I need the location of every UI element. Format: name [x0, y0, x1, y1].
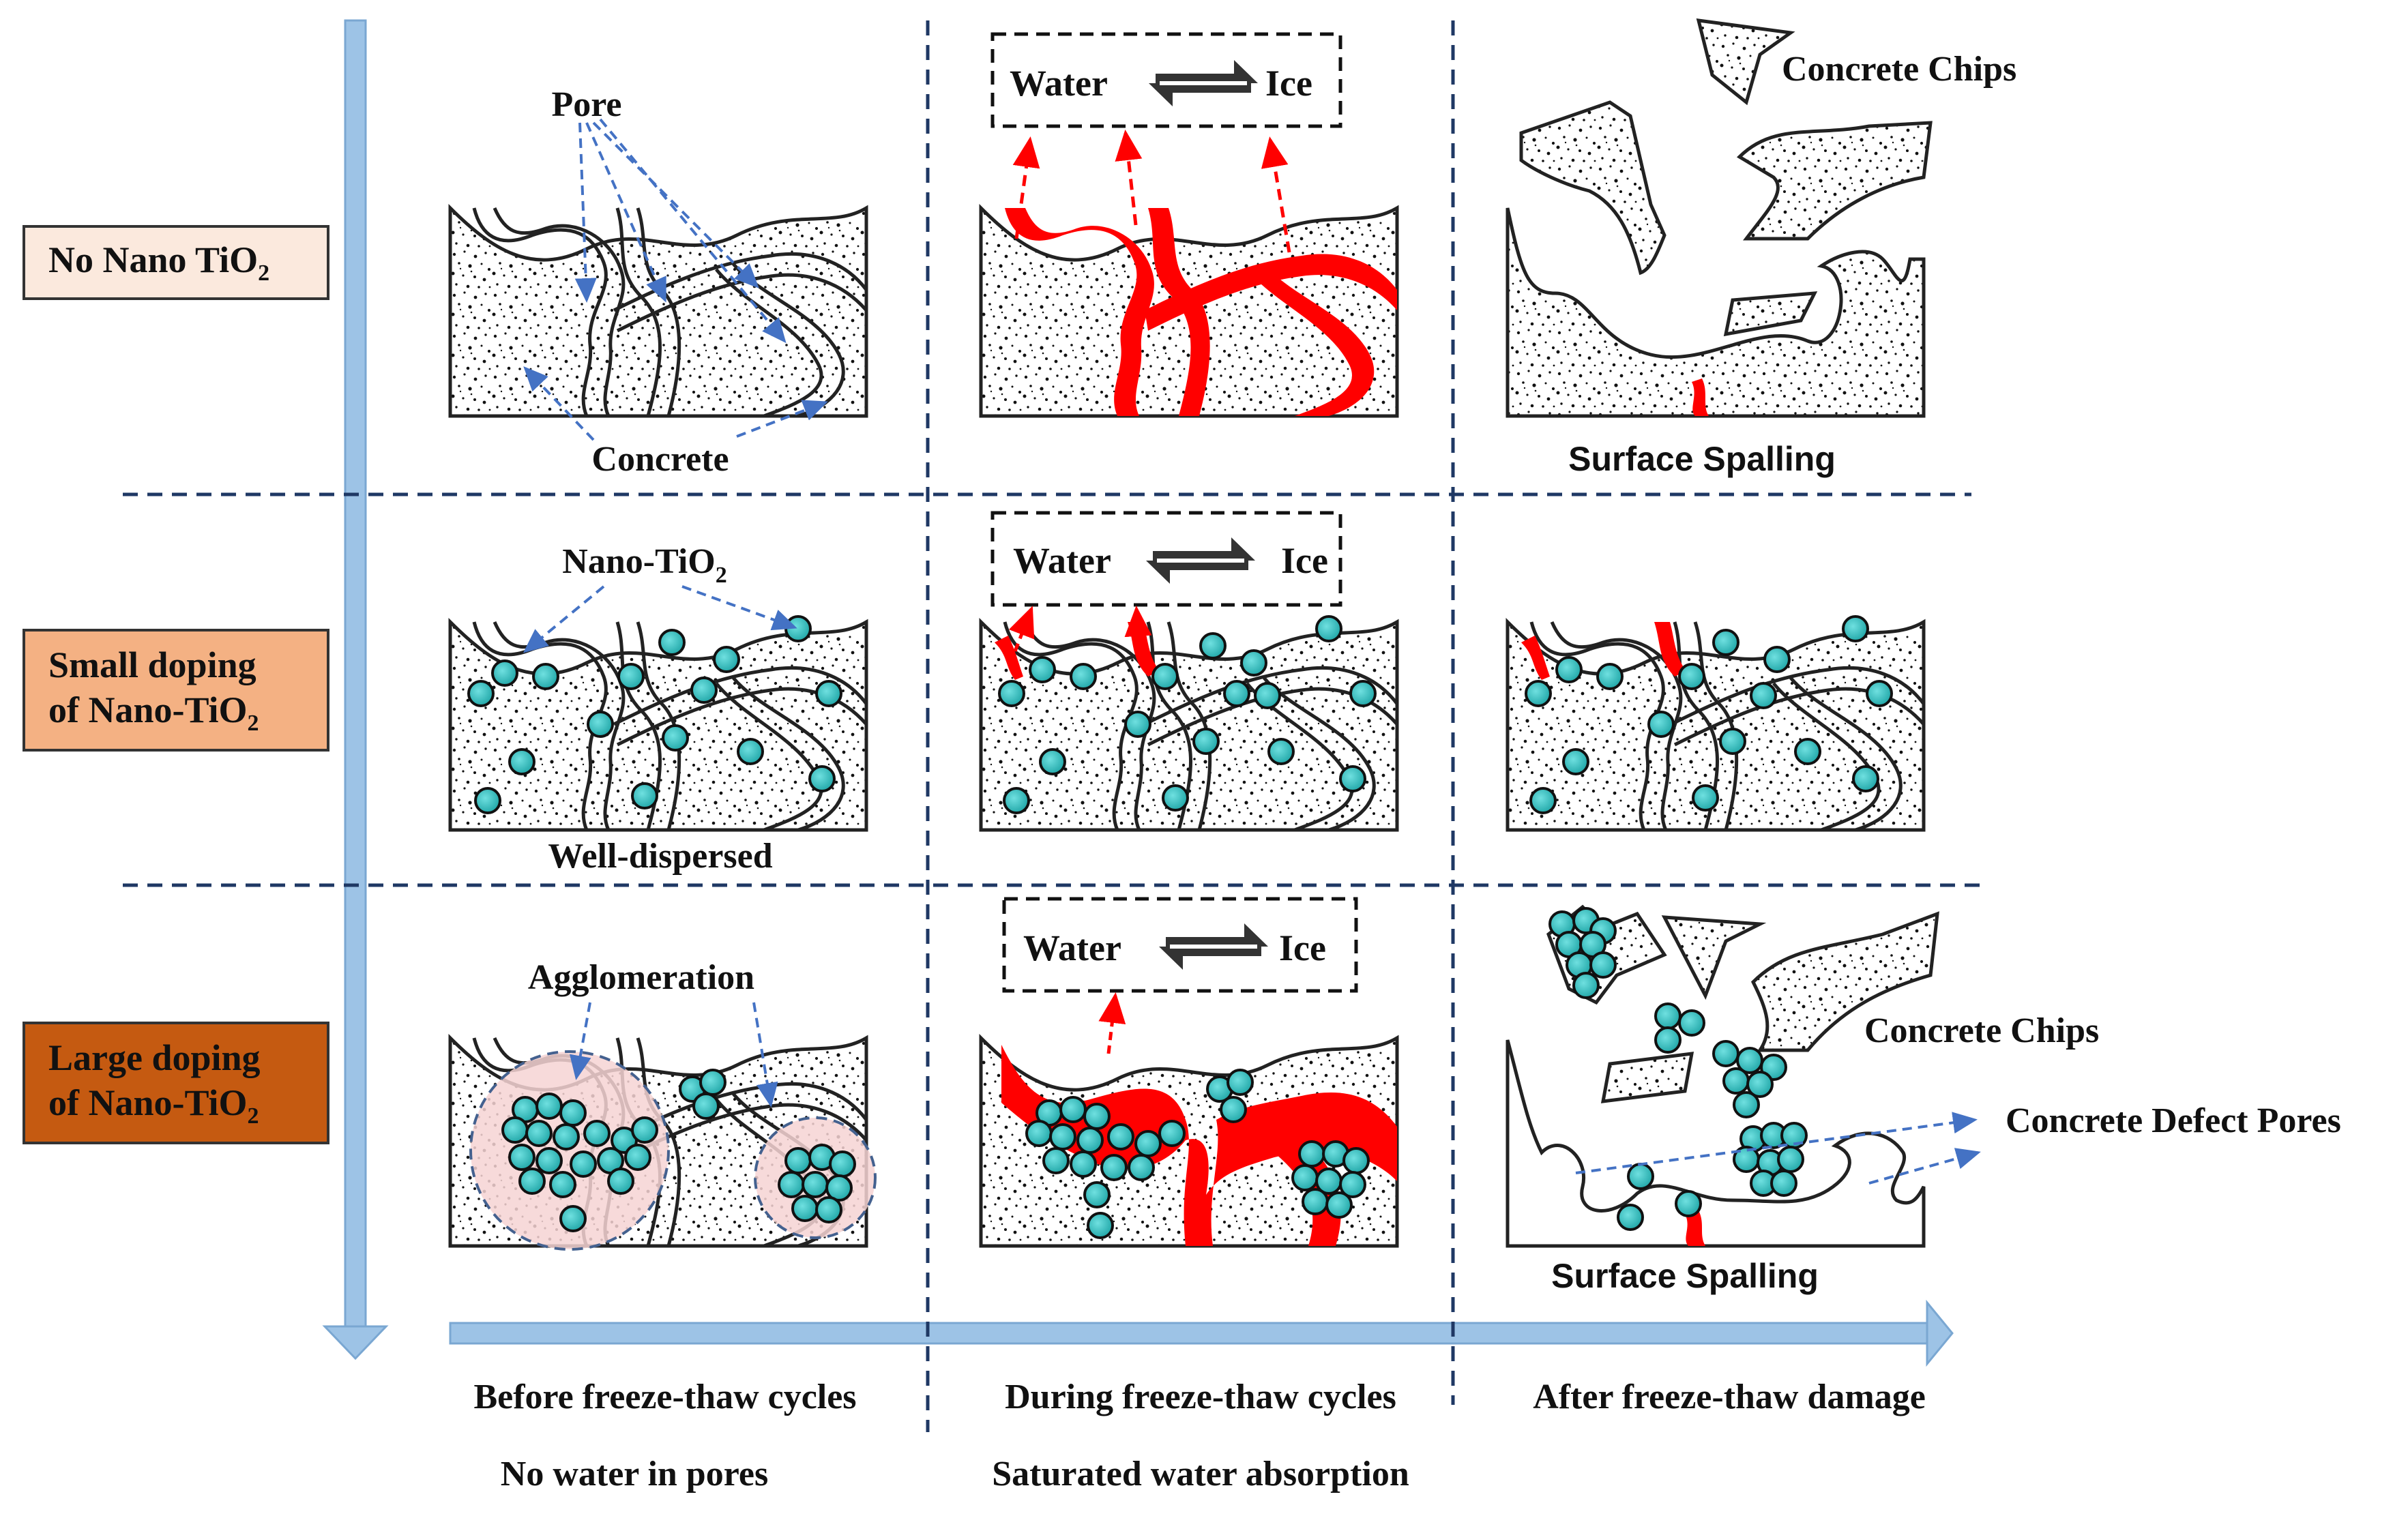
reversible-arrows-icon-row3 [1159, 923, 1268, 970]
surface-spalling-label-row3: Surface Spalling [1551, 1257, 1819, 1295]
vapor-arrows-row2 [1008, 606, 1152, 652]
concrete-chips-label-row1: Concrete Chips [1782, 50, 2016, 89]
pore-label: Pore [552, 85, 622, 124]
defect-pore-pointers [1575, 1112, 1981, 1185]
stage-title-after: After freeze-thaw damage [1533, 1378, 1926, 1416]
concrete-defect-pores-label: Concrete Defect Pores [2006, 1101, 2341, 1140]
surface-spalling-label-row1: Surface Spalling [1568, 440, 1836, 478]
ice-label-row2: Ice [1281, 540, 1328, 581]
dispersed-particles-during [998, 615, 1377, 814]
block-row3-after [1506, 904, 1939, 1248]
stage-note-before: No water in pores [501, 1455, 768, 1493]
vertical-axis-arrow [322, 19, 389, 1361]
agglomerated-particles-after [1548, 907, 1808, 1231]
concrete-label: Concrete [591, 440, 729, 479]
block-row1-after [1506, 18, 1933, 418]
grid-dividers [123, 20, 1985, 1432]
horizontal-axis-arrow [449, 1299, 1954, 1367]
stage-note-during: Saturated water absorption [992, 1455, 1409, 1493]
row-label-small-doping: Small doping of Nano-TiO2 [23, 629, 329, 752]
block-row1-before [448, 203, 868, 418]
nano-tio2-label: Nano-TiO2 [562, 542, 726, 588]
ice-label-row3: Ice [1279, 927, 1326, 968]
ice-label: Ice [1265, 63, 1312, 104]
well-dispersed-label: Well-dispersed [548, 837, 772, 876]
vapor-arrows-row1 [1012, 130, 1291, 253]
block-row2-before [448, 615, 868, 832]
reversible-arrows-icon [1149, 60, 1258, 106]
reversible-arrows-icon-row2 [1146, 537, 1255, 584]
pore-pointers [574, 118, 787, 344]
block-row1-during [979, 203, 1399, 418]
agglomerated-particles-before [501, 1069, 856, 1232]
block-row2-during [979, 615, 1399, 832]
water-ice-box-row1: Water Ice [990, 32, 1342, 128]
block-row3-during [979, 1033, 1399, 1248]
vapor-arrows-row3 [1098, 992, 1126, 1054]
water-label-row3: Water [1023, 927, 1121, 968]
dispersed-particles-after [1525, 615, 1893, 814]
row-label-large-doping: Large doping of Nano-TiO2 [23, 1022, 329, 1144]
block-row3-before [448, 1033, 877, 1251]
block-row2-after [1506, 615, 1926, 832]
concrete-pointers [523, 366, 828, 441]
water-ice-box-row3: Water Ice [1002, 897, 1358, 993]
water-label-row2: Water [1013, 540, 1111, 581]
row-label-no-nano: No Nano TiO2 [23, 225, 329, 300]
agglomeration-label: Agglomeration [528, 958, 754, 997]
agglomeration-pointers [569, 1002, 778, 1108]
dispersed-particles-before [467, 615, 842, 814]
water-label: Water [1010, 63, 1108, 104]
water-ice-box-row2: Water Ice [990, 511, 1342, 607]
stage-title-during: During freeze-thaw cycles [1005, 1378, 1396, 1416]
concrete-chips-label-row3: Concrete Chips [1864, 1011, 2099, 1050]
agglomerated-particles-during [1025, 1069, 1370, 1239]
stage-title-before: Before freeze-thaw cycles [473, 1378, 856, 1416]
nano-pointers [523, 585, 797, 653]
